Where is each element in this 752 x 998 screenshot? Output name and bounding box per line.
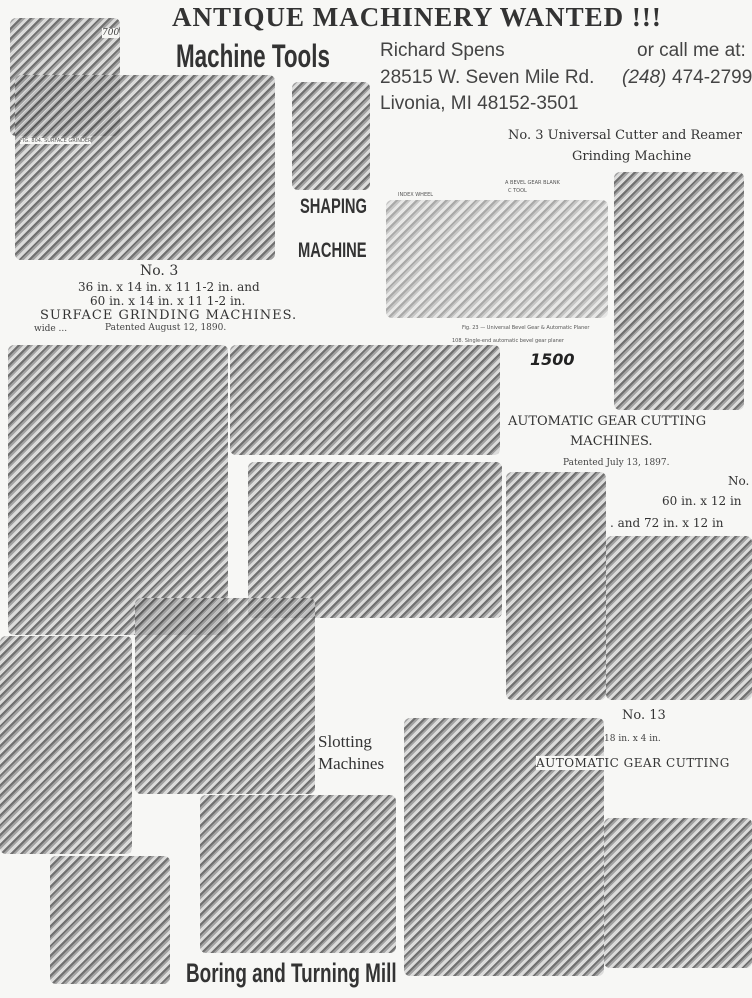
bevel-gear-planer-illustration	[386, 200, 608, 318]
label-tool: C TOOL	[508, 188, 527, 194]
fig-caption: FIG. 804. SURFACE GRINDER	[20, 138, 92, 144]
milling-machine-illustration	[8, 345, 228, 635]
gear-cutting-size-1: 60 in. x 12 in	[662, 494, 742, 508]
gear-cutting-2-model: No. 13	[622, 708, 666, 723]
flyer-title: ANTIQUE MACHINERY WANTED !!!	[172, 2, 662, 32]
radial-drill-illustration	[50, 856, 170, 984]
grinder-model: No. 3	[140, 263, 179, 279]
lathe-illustration	[230, 345, 500, 455]
gear-cutting-patent: Patented July 13, 1897.	[563, 458, 670, 468]
cutter-grinder-illustration	[614, 172, 744, 410]
price-handwritten: 1500	[530, 350, 575, 369]
shaping-label-1: SHAPING	[300, 195, 367, 218]
gear-cutting-2-size: 18 in. x 4 in.	[604, 734, 661, 744]
slotting-label-2: Machines	[318, 754, 385, 774]
phone-area-code: (248)	[622, 67, 667, 89]
gear-cutting-title-2: MACHINES.	[570, 434, 653, 449]
address-city: Livonia, MI 48152-3501	[380, 93, 579, 115]
grinder-patent: Patented August 12, 1890.	[105, 323, 227, 333]
gear-cutting-size-2: . and 72 in. x 12 in	[610, 516, 724, 530]
bevel-caption-2: 108. Single-end automatic bevel gear pla…	[452, 338, 564, 344]
gear-cutting-model: No.	[728, 474, 750, 488]
contact-name: Richard Spens	[380, 40, 505, 62]
surface-grinder-illustration	[15, 75, 275, 260]
shaping-label-2: MACHINE	[298, 239, 367, 262]
shaper-illustration	[292, 82, 370, 190]
label-index-wheel: INDEX WHEEL	[398, 192, 434, 198]
gear-machine-small-illustration	[604, 818, 752, 968]
grinder-wide: wide ...	[34, 324, 68, 334]
grinder-size-2: 60 in. x 14 in. x 11 1-2 in.	[90, 294, 246, 308]
cutter-grinder-title-1: No. 3 Universal Cutter and Reamer	[508, 128, 742, 143]
gear-cutting-2-name: AUTOMATIC GEAR CUTTING	[536, 756, 730, 770]
planer-illustration	[248, 462, 502, 618]
cutter-grinder-title-2: Grinding Machine	[572, 149, 692, 164]
call-label: or call me at:	[637, 40, 746, 62]
slotter-illustration	[135, 598, 315, 794]
gear-cutter-illustration	[506, 472, 606, 700]
gear-cutter-body-illustration	[606, 536, 752, 700]
grinder-name: SURFACE GRINDING MACHINES.	[40, 308, 298, 323]
boring-mill-illustration	[200, 795, 396, 953]
flyer-subtitle: Machine Tools	[176, 38, 330, 75]
label-bevel-blank: A BEVEL GEAR BLANK	[505, 180, 560, 186]
boring-label: Boring and Turning Mill	[186, 958, 397, 989]
phone-number: 474-2799	[672, 67, 752, 89]
bevel-caption-1: Fig. 23 — Universal Bevel Gear & Automat…	[462, 325, 590, 331]
grinder-size-1: 36 in. x 14 in. x 11 1-2 in. and	[78, 280, 260, 294]
address-street: 28515 W. Seven Mile Rd.	[380, 67, 595, 89]
slotting-label-1: Slotting	[318, 732, 372, 752]
fig-number: 700	[102, 28, 120, 38]
drill-press-illustration	[0, 636, 132, 854]
gear-cutting-title-1: AUTOMATIC GEAR CUTTING	[508, 414, 707, 429]
